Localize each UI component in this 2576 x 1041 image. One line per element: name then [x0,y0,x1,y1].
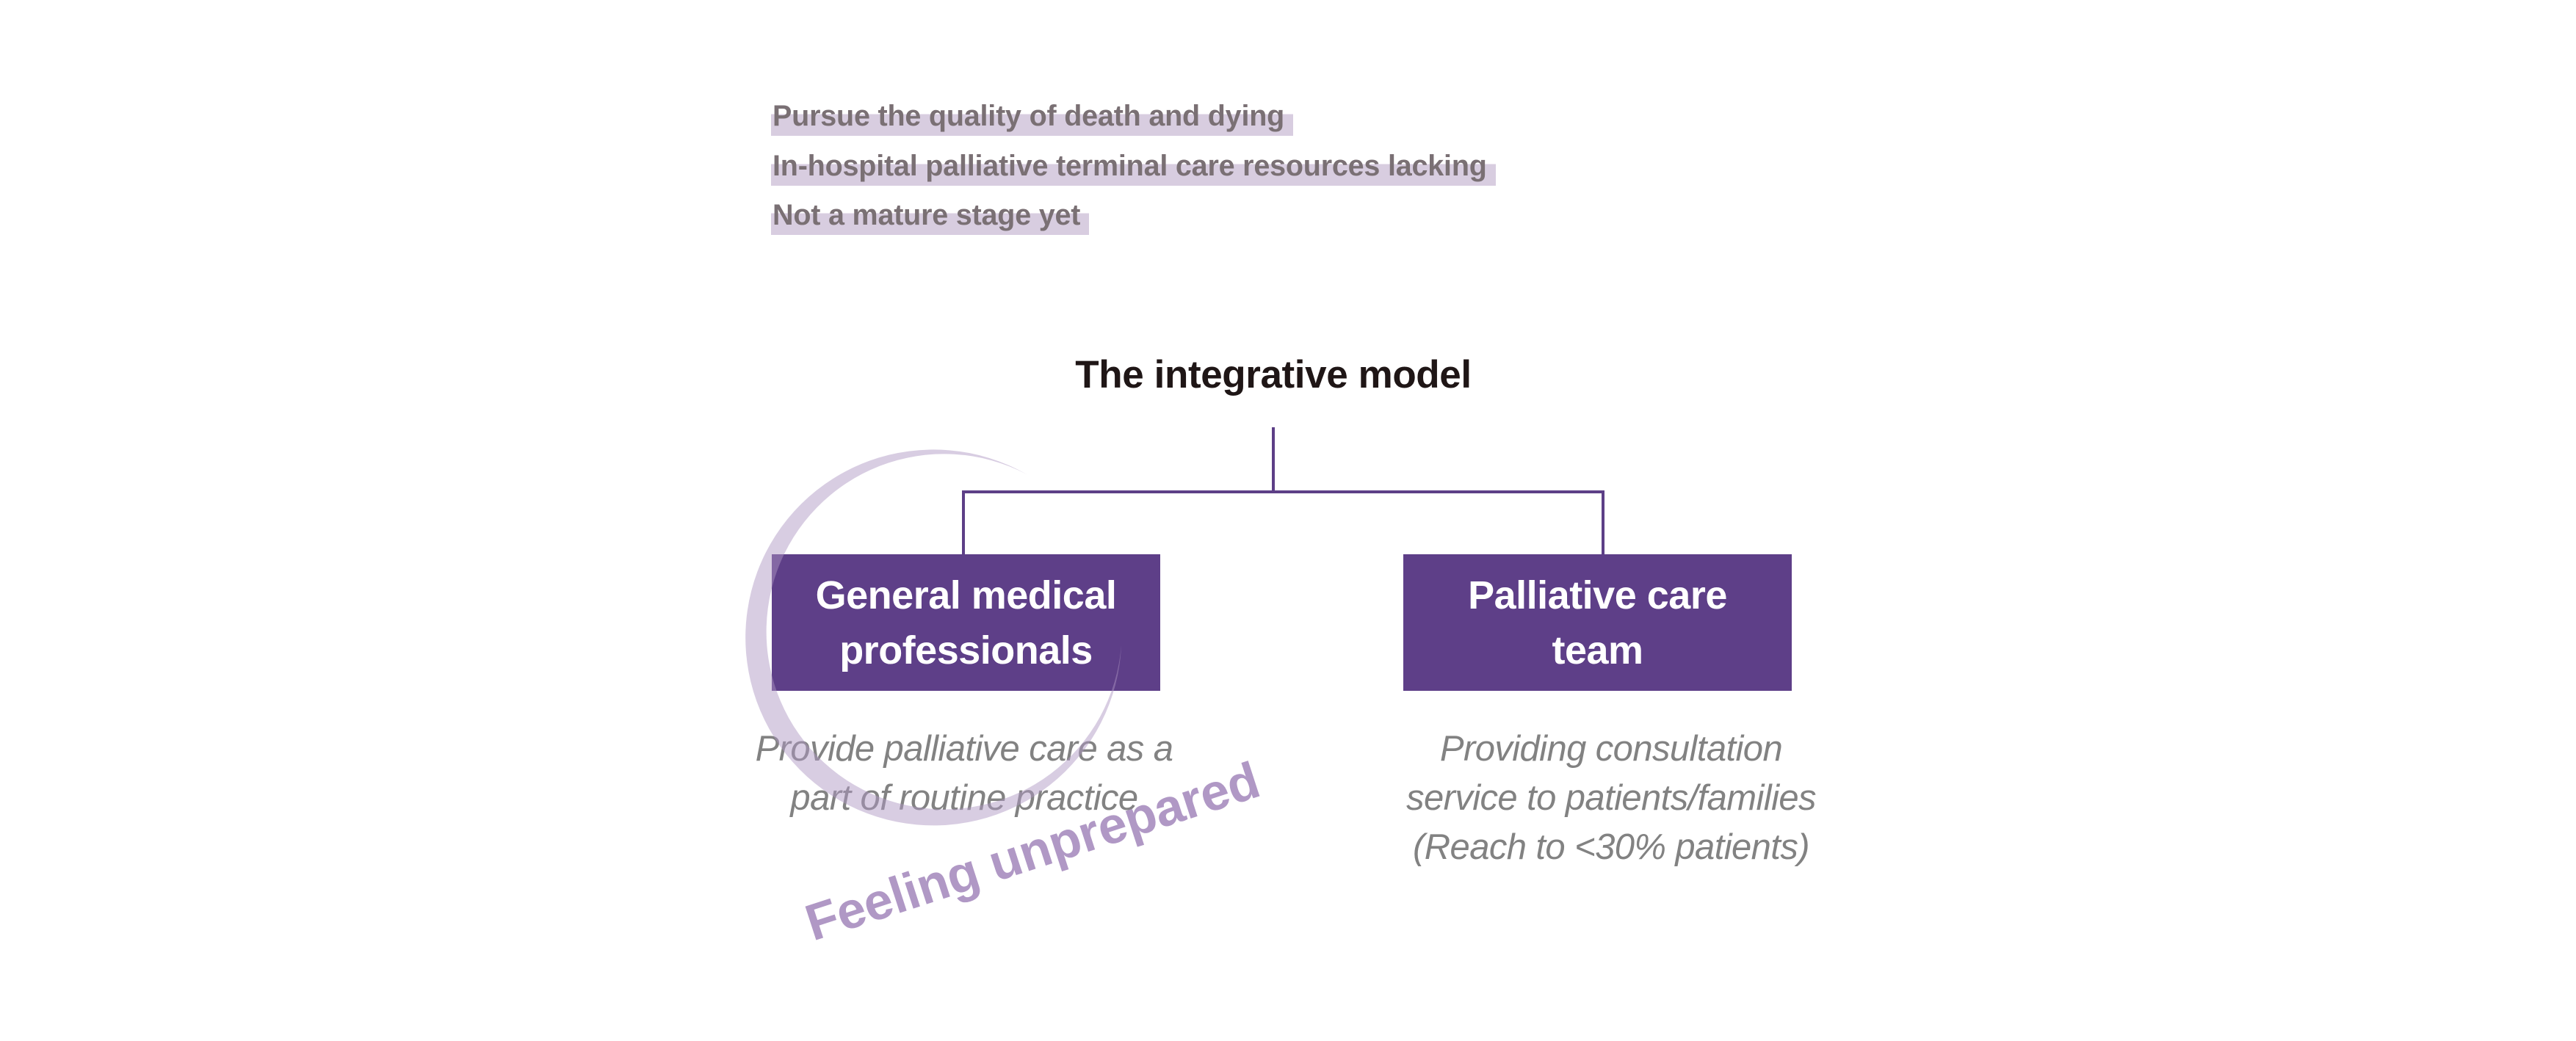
connector-bar [962,490,1604,493]
node-description-general-medical: Provide palliative care as a part of rou… [634,725,1295,823]
node-description-palliative-team: Providing consultation service to patien… [1281,725,1942,872]
note-item: Pursue the quality of death and dying [771,101,1294,136]
note-text: Not a mature stage yet [771,200,1090,235]
description-line: (Reach to <30% patients) [1413,827,1809,867]
node-label-line: team [1552,628,1643,672]
note-item: Not a mature stage yet [771,200,1090,235]
description-line: part of routine practice [790,778,1138,818]
description-line: service to patients/families [1406,778,1816,818]
node-label: General medical professionals [772,568,1160,678]
note-text: In-hospital palliative terminal care res… [771,151,1496,186]
connector-left-branch [962,490,965,555]
node-label-line: General medical [815,573,1117,617]
node-palliative-care-team: Palliative care team [1403,554,1792,691]
diagram-title: The integrative model [1075,353,1472,396]
description-line: Providing consultation [1439,729,1783,769]
connector-right-branch [1602,490,1604,555]
description-line: Provide palliative care as a [755,729,1173,769]
node-label-line: professionals [839,628,1093,672]
note-item: In-hospital palliative terminal care res… [771,151,1496,186]
node-label: Palliative care team [1403,568,1792,678]
node-general-medical-professionals: General medical professionals [772,554,1160,691]
connector-trunk [1272,427,1275,493]
node-label-line: Palliative care [1468,573,1727,617]
note-text: Pursue the quality of death and dying [771,101,1294,136]
